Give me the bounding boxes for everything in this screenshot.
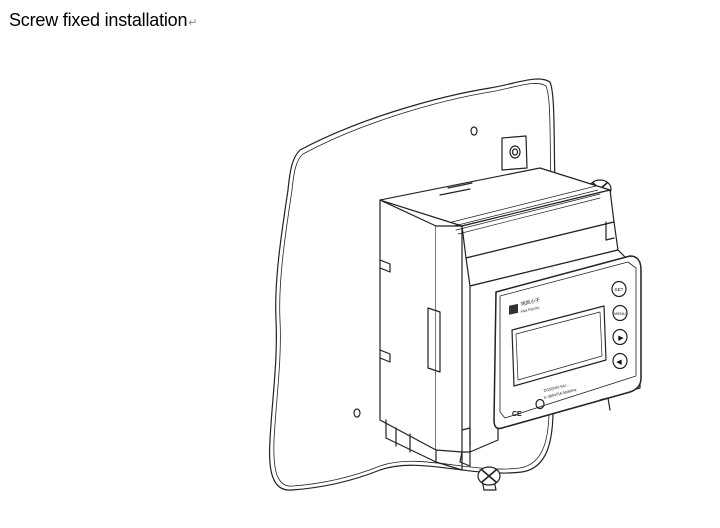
brand-subtext: Pilot Electric [520,305,540,314]
heading-text: Screw fixed installation [9,10,188,30]
left-arrow-button-icon: ◀ [616,359,622,366]
section-heading: Screw fixed installation↵ [9,10,198,31]
brand-text: 鸿岚小子 [520,296,541,308]
ce-mark: CE [512,411,522,418]
model-line-1: DSS(Wh) 5A/... [543,383,569,393]
menu-button: MENU [614,311,626,316]
bottom-screw-icon [477,466,501,491]
right-arrow-button-icon: ▶ [618,335,624,342]
paragraph-mark: ↵ [188,17,198,29]
set-button: SET [615,287,624,292]
energy-meter-device [379,167,642,471]
top-mount-tab [501,135,528,171]
